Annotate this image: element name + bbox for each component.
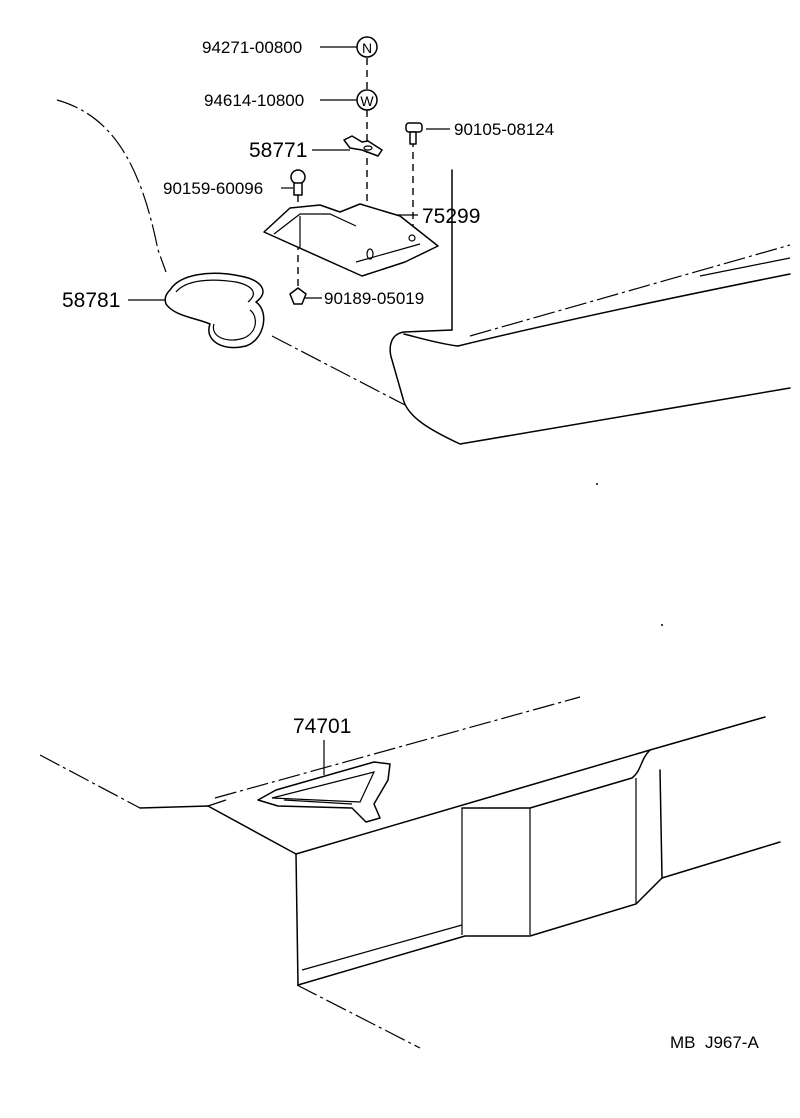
label-90105-08124: 90105-08124 — [454, 120, 554, 139]
band-58781-icon — [164, 272, 265, 349]
label-90189-05019: 90189-05019 — [324, 289, 424, 308]
diagram-code: MB J967-A — [670, 1033, 759, 1052]
lower-body-outline — [39, 696, 781, 1049]
screw-90159-icon — [290, 169, 306, 196]
clip-90189-icon — [289, 287, 307, 305]
label-94614-10800: 94614-10800 — [204, 91, 304, 110]
plate-75299-icon — [263, 203, 439, 277]
svg-text:W: W — [360, 93, 374, 109]
bracket-58771-icon — [343, 135, 383, 157]
label-94271-00800: 94271-00800 — [202, 38, 302, 57]
label-58781: 58781 — [62, 289, 120, 312]
bolt-90105-icon — [405, 122, 423, 145]
nut-marker-n-icon: N — [356, 36, 378, 58]
label-74701: 74701 — [293, 715, 351, 738]
washer-marker-w-icon: W — [356, 89, 378, 111]
upper-body-outline — [56, 99, 791, 445]
svg-text:N: N — [362, 40, 372, 56]
bracket-74701-icon — [257, 740, 391, 823]
label-75299: 75299 — [422, 205, 480, 228]
label-58771: 58771 — [249, 139, 307, 162]
label-90159-60096: 90159-60096 — [163, 179, 263, 198]
